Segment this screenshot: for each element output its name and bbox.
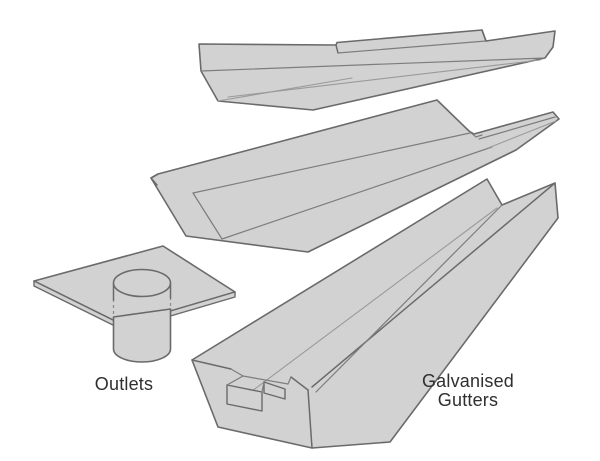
notch-socket-inner-edge [261,381,265,393]
valley-wing-fold [192,132,471,194]
box-gutter-end-cut-line [217,77,353,102]
tapered-gutter-front-rim-right [290,376,309,391]
box-gutter-profile [198,29,556,111]
drop-outlet [33,245,236,363]
notch-socket-top-left-edge [226,375,244,386]
tapered-gutter-bottom-fold [315,204,503,393]
valley-far-step [469,131,483,138]
valley-end-cut [192,192,223,240]
valley-gutter-body [150,99,560,253]
tapered-gutter-body [191,178,559,449]
galvanised-gutters-label-line2: Gutters [438,390,498,410]
tapered-gutter-right-rim [311,182,556,388]
notch-back-edge [242,375,289,385]
valley-tip-lip [150,173,159,186]
box-gutter-front-rim [337,40,487,54]
outlets-label: Outlets [95,374,153,394]
galvanised-gutters-label-line1: Galvanised [422,371,514,391]
labels: Outlets Galvanised Gutters [95,371,514,410]
pipe-body [112,308,172,363]
tapered-gutter-front-right-edge [307,389,313,449]
notch-socket-front-face [226,384,263,412]
tapered-gutter-crease [239,207,498,401]
box-gutter-backwall-end [481,29,487,42]
valley-tail-lower-line [487,120,557,149]
tapered-gutter-front-rim-left [191,359,232,370]
valley-tail-inner-line [478,116,556,140]
box-gutter-splice-step [335,44,339,54]
notch-right-cut [287,376,292,385]
joint-notch [226,368,292,412]
valley-gutter-profile [150,99,560,253]
tapered-box-gutter [191,178,559,449]
notch-left-cut [230,368,244,377]
notch-socket-right-tab [263,381,286,400]
box-gutter-fold-line [200,57,546,72]
pipe-top-rim [112,268,172,298]
valley-bottom-fold [221,146,493,240]
